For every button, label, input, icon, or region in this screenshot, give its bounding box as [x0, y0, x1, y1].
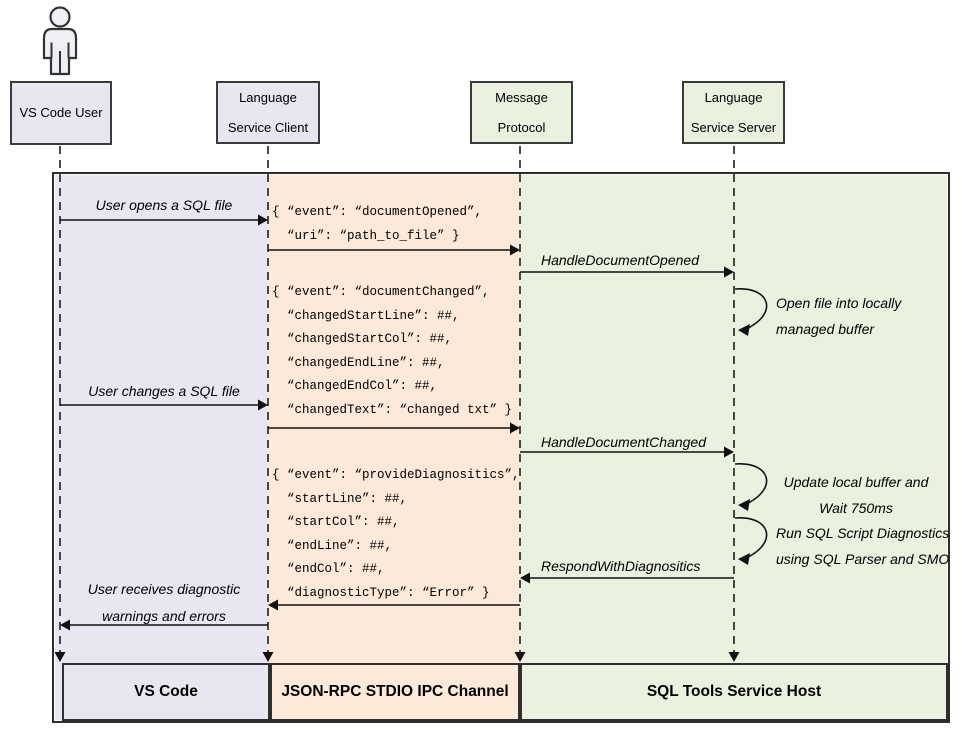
- annotation-open-file-buffer: Open file into locally managed buffer: [776, 295, 902, 337]
- header-vs-code-user: VS Code User: [10, 81, 112, 145]
- lane-json-rpc-channel: [268, 174, 520, 721]
- payload-document-changed: { “event”: “documentChanged”, “changedSt…: [272, 285, 513, 417]
- payload-provide-diagnostics: { “event”: “provideDiagnositics”, “start…: [272, 468, 520, 600]
- footer-vs-code: VS Code: [62, 663, 270, 721]
- header-language-service-client-label: Language Service Client: [227, 89, 309, 135]
- payload-document-opened: { “event”: “documentOpened”, “uri”: “pat…: [272, 205, 483, 243]
- header-vs-code-user-label: VS Code User: [19, 105, 103, 120]
- footer-json-rpc-channel-label: JSON-RPC STDIO IPC Channel: [281, 683, 509, 700]
- annotation-update-buffer-wait: Update local buffer and Wait 750ms: [783, 474, 929, 516]
- footer-sql-tools-service-host: SQL Tools Service Host: [520, 663, 948, 721]
- label-user-opens-sql-file: User opens a SQL file: [95, 197, 233, 213]
- label-user-receives-diagnostics: User receives diagnostic warnings and er…: [87, 581, 241, 624]
- user-actor-icon: [42, 6, 78, 76]
- lane-vscode: [54, 174, 268, 721]
- header-language-service-server-label: Language Service Server: [690, 89, 777, 135]
- header-message-protocol: Message Protocol: [470, 81, 573, 144]
- label-respond-with-diagnostics: RespondWithDiagnositics: [541, 558, 701, 574]
- footer-vs-code-label: VS Code: [134, 683, 198, 700]
- footer-json-rpc-channel: JSON-RPC STDIO IPC Channel: [270, 663, 520, 721]
- footer-sql-tools-service-host-label: SQL Tools Service Host: [646, 683, 822, 700]
- annotation-run-sql-diagnostics: Run SQL Script Diagnostics using SQL Par…: [776, 525, 950, 567]
- label-handle-document-changed: HandleDocumentChanged: [541, 434, 706, 450]
- header-language-service-server: Language Service Server: [682, 81, 785, 144]
- header-language-service-client: Language Service Client: [216, 81, 320, 144]
- label-handle-document-opened: HandleDocumentOpened: [541, 252, 699, 268]
- label-user-changes-sql-file: User changes a SQL file: [88, 383, 240, 399]
- diagram-frame: [52, 172, 950, 723]
- header-message-protocol-label: Message Protocol: [495, 89, 548, 135]
